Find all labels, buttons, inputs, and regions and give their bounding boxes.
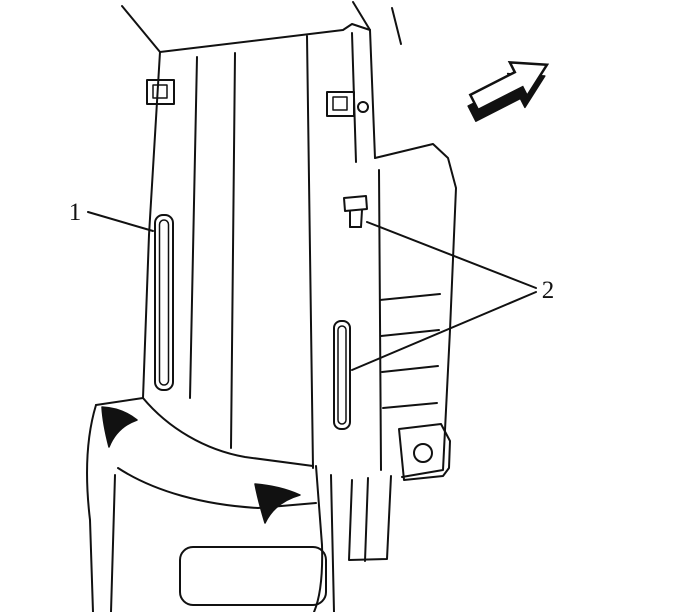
base-top-edge — [95, 397, 144, 406]
panel-front-corner-edge — [306, 35, 314, 469]
panel-top-edge — [159, 23, 371, 53]
base-tab-upper — [101, 406, 138, 448]
mounting-hole — [413, 443, 433, 463]
slot-1-outer — [154, 214, 174, 391]
callout-1-label: 1 — [69, 199, 82, 226]
base-left-fold — [110, 474, 116, 612]
mounting-bracket — [398, 423, 451, 481]
base-right-edge — [313, 465, 324, 612]
retainer-slot-2 — [333, 320, 351, 430]
callout-2-leader-line-lower — [351, 291, 537, 371]
pillar-lower-outline — [348, 475, 392, 561]
bracket-outline — [398, 423, 451, 481]
callout-1-leader-line — [87, 211, 154, 232]
slot-1-inner — [158, 219, 170, 386]
right-flange — [374, 143, 457, 478]
flange-left-edge — [378, 169, 382, 471]
base-left-edge — [86, 404, 97, 612]
upper-clips — [146, 79, 369, 117]
base-contour-lower — [117, 467, 317, 509]
locator-hole — [357, 101, 369, 113]
clip-mid-inner — [332, 96, 348, 111]
top-cut-edge-mid — [352, 1, 371, 31]
base-contour-upper — [142, 397, 314, 467]
lower-base — [86, 397, 392, 612]
top-cut-edge-right — [391, 7, 402, 45]
retainer-clip-2 — [343, 195, 368, 228]
base-tab-lower — [254, 483, 301, 524]
direction-arrow-face — [468, 60, 550, 112]
slot-2-outer — [333, 320, 351, 430]
top-cut-edge-left — [121, 5, 161, 53]
flange-step-4 — [382, 402, 438, 409]
base-opening — [179, 546, 327, 606]
clip-left-outer — [146, 79, 175, 105]
base-right-fold — [330, 474, 335, 612]
flange-outline — [374, 143, 457, 478]
panel-left-edge — [142, 51, 161, 399]
clip-mid-outer — [326, 91, 355, 117]
panel-fold-line-1 — [189, 56, 198, 399]
panel-fold-line-2 — [230, 52, 236, 449]
callout-2: 2 — [351, 221, 555, 371]
retainer-tabs — [101, 406, 301, 524]
trim-panel-outline — [121, 1, 402, 469]
flange-step-2 — [380, 329, 440, 337]
callout-2-leader-line-upper — [366, 221, 537, 289]
clip-2-stem-right — [360, 209, 363, 228]
direction-arrow-icon — [467, 60, 550, 122]
retainer-slot-1 — [154, 214, 174, 391]
flange-step-3 — [381, 365, 439, 373]
flange-step-1 — [379, 293, 441, 301]
callout-1: 1 — [69, 199, 154, 232]
slot-2-inner — [337, 325, 347, 425]
clip-left-inner — [152, 84, 168, 99]
callout-2-label: 2 — [542, 277, 555, 304]
panel-side-edge — [369, 29, 376, 159]
clip-2-head — [343, 195, 368, 212]
pillar-lower-fold — [364, 477, 369, 562]
